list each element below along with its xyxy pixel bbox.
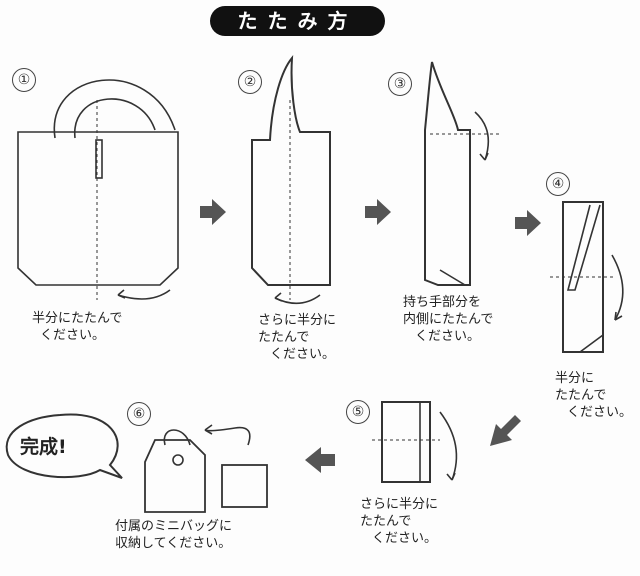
step-number-3: ③ [388, 72, 412, 96]
bag-step-1 [17, 79, 179, 300]
caption-step-4: 半分にたたんでください。 [555, 371, 633, 420]
caption-step-6: 付属のミニバッグに収納してください。 [115, 519, 233, 551]
bag-step-3 [424, 61, 500, 286]
bag-step-2 [251, 55, 331, 305]
caption-step-3: 持ち手部分を内側にたたんでください。 [403, 295, 494, 344]
speech-bubble [5, 413, 123, 479]
complete-label: 完成! [20, 436, 67, 458]
step-number-5: ⑤ [346, 400, 370, 424]
bag-step-6 [144, 424, 268, 513]
step-number-6: ⑥ [127, 402, 151, 426]
page-title: たたみ方 [210, 6, 385, 36]
arrow-right-icon [515, 210, 541, 236]
step-number-1: ① [12, 68, 36, 92]
caption-step-5: さらに半分にたたんでください。 [360, 497, 439, 546]
process-arrows [200, 199, 541, 473]
caption-step-2: さらに半分にたたんでください。 [258, 313, 337, 362]
caption-step-1: 半分にたたんでください。 [32, 311, 123, 343]
bag-step-4 [550, 201, 624, 353]
arrow-right-icon [200, 199, 226, 225]
step-number-2: ② [238, 70, 262, 94]
step-number-4: ④ [546, 172, 570, 196]
arrow-right-icon [365, 199, 391, 225]
arrow-down-left-icon [490, 415, 521, 446]
bag-step-5 [372, 401, 458, 483]
arrow-left-icon [305, 447, 335, 473]
